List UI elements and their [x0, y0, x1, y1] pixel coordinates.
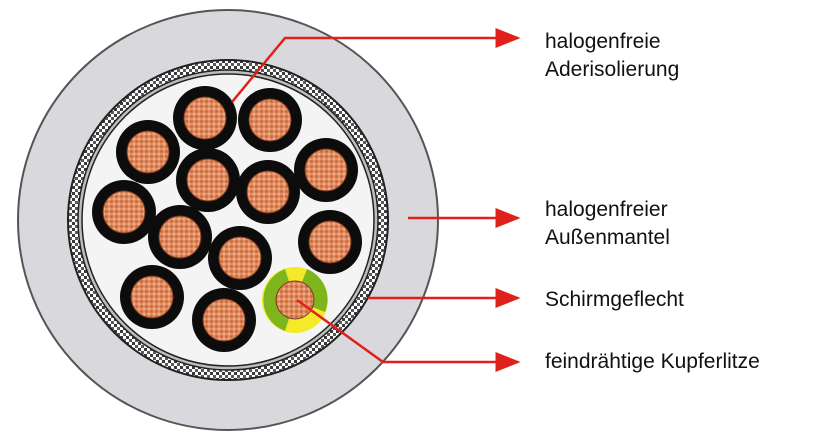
core-9: [208, 226, 272, 290]
cores-group: [92, 86, 362, 352]
core-4: [176, 148, 240, 212]
core-8: [148, 205, 212, 269]
arrow-insulation: [231, 28, 521, 103]
copper-conductor: [304, 148, 348, 192]
copper-conductor: [246, 170, 290, 214]
copper-conductor: [126, 130, 170, 174]
core-5: [236, 160, 300, 224]
earth-copper-conductor: [275, 280, 315, 320]
core-3: [116, 120, 180, 184]
label-outer-sheath: halogenfreier Außenmantel: [545, 196, 670, 252]
arrows-group: [231, 28, 521, 372]
label-outer-sheath-line-2: Außenmantel: [545, 226, 670, 249]
core-10: [298, 210, 362, 274]
core-2: [238, 88, 302, 152]
core-7: [92, 180, 156, 244]
copper-conductor: [130, 275, 174, 319]
label-shield: Schirmgeflecht: [545, 288, 684, 311]
label-insulation-line-2: Aderisolierung: [545, 58, 680, 81]
label-insulation: halogenfreie Aderisolierung: [545, 28, 679, 84]
copper-conductor: [308, 220, 352, 264]
copper-conductor: [248, 98, 292, 142]
core-12: [192, 288, 256, 352]
arrow-conductor: [296, 298, 521, 372]
copper-conductor: [186, 158, 230, 202]
core-6: [294, 138, 358, 202]
copper-conductor: [183, 96, 227, 140]
core-1: [173, 86, 237, 150]
copper-conductor: [102, 190, 146, 234]
label-outer-sheath-line-1: halogenfreier: [545, 198, 668, 221]
copper-conductor: [158, 215, 202, 259]
label-conductor: feindrähtige Kupferlitze: [545, 350, 760, 373]
core-11: [120, 265, 184, 329]
copper-conductor: [202, 298, 246, 342]
copper-conductor: [218, 236, 262, 280]
label-insulation-line-1: halogenfreie: [545, 30, 661, 53]
core-earth: [262, 267, 328, 333]
